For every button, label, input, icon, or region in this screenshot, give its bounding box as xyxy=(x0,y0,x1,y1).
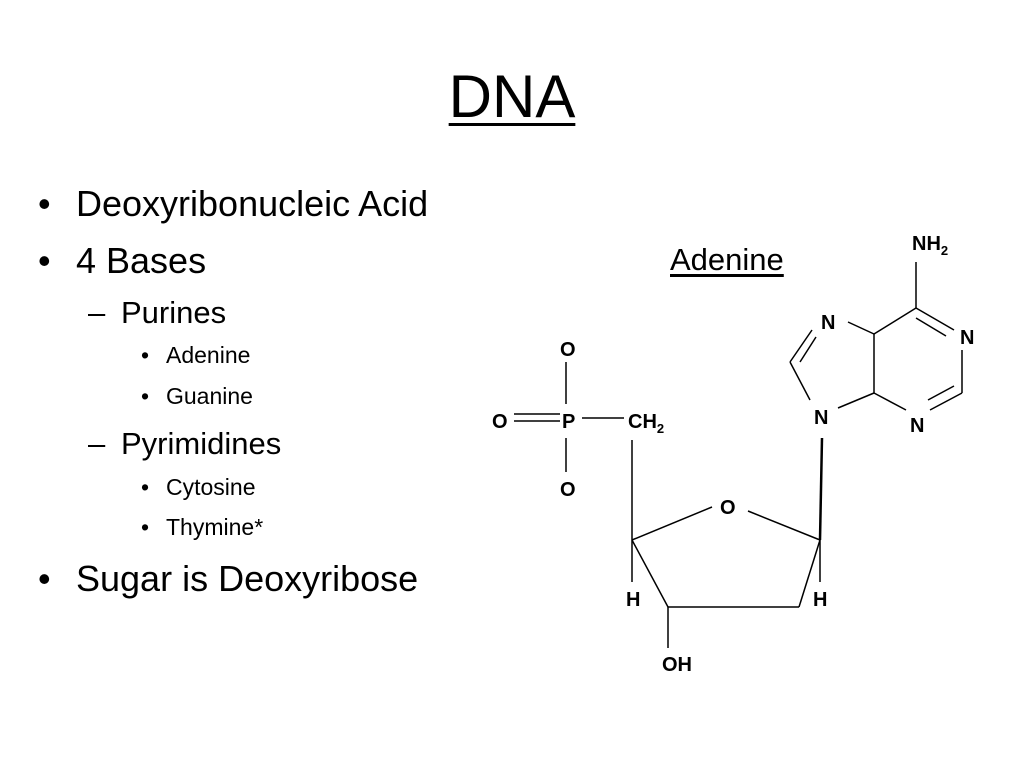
bond-line xyxy=(799,336,817,363)
nitrogen-label: N xyxy=(910,415,924,437)
bullet-text: 4 Bases xyxy=(76,240,207,281)
sub-bullet-text: Pyrimidines xyxy=(121,426,282,461)
bond-line xyxy=(915,317,947,337)
adenine-label: Adenine xyxy=(670,242,784,277)
bullet-mark: • xyxy=(141,474,150,500)
sub-sub-bullet-text: Thymine* xyxy=(166,514,264,540)
oxygen-label: O xyxy=(560,339,576,361)
bond-line xyxy=(927,385,955,401)
bullet-mark: • xyxy=(141,383,150,409)
bond-line xyxy=(873,392,907,411)
bullet-mark: • xyxy=(38,240,51,281)
hydrogen-label: H xyxy=(813,589,827,611)
bond-line xyxy=(631,539,669,608)
bond-line xyxy=(818,437,824,541)
bond-line xyxy=(929,392,963,411)
bullet-text: Sugar is Deoxyribose xyxy=(76,558,419,599)
hydroxyl-label: OH xyxy=(662,654,692,676)
bond-lines xyxy=(514,262,963,648)
bond-line xyxy=(631,506,713,541)
bond-line xyxy=(789,361,811,401)
nitrogen-label: N xyxy=(821,312,835,334)
dash-mark: – xyxy=(88,426,106,461)
bond-line xyxy=(837,392,875,409)
bond-line xyxy=(873,307,917,335)
nh2-label: NH2 xyxy=(912,233,948,258)
nitrogen-label: N xyxy=(814,407,828,429)
ring-oxygen-label: O xyxy=(720,497,736,519)
bullet-mark: • xyxy=(38,183,51,224)
bond-line xyxy=(915,307,955,331)
bond-line xyxy=(789,329,813,363)
nitrogen-label: N xyxy=(960,327,974,349)
bond-line xyxy=(847,321,875,335)
bond-line xyxy=(798,539,821,608)
bullet-mark: • xyxy=(141,342,150,368)
slide-title: DNA xyxy=(448,63,576,130)
oxygen-label: O xyxy=(492,411,508,433)
oxygen-label: O xyxy=(560,479,576,501)
sub-bullet-text: Purines xyxy=(121,295,227,330)
phosphorus-label: P xyxy=(562,411,575,433)
dash-mark: – xyxy=(88,295,106,330)
bullet-text: Deoxyribonucleic Acid xyxy=(76,183,429,224)
hydrogen-label: H xyxy=(626,589,640,611)
sub-sub-bullet-text: Cytosine xyxy=(166,474,256,500)
sub-sub-bullet-text: Adenine xyxy=(166,342,251,368)
bullet-mark: • xyxy=(38,558,51,599)
bullet-mark: • xyxy=(141,514,150,540)
sub-sub-bullet-text: Guanine xyxy=(166,383,253,409)
ch2-label: CH2 xyxy=(628,411,664,436)
bond-line xyxy=(747,510,821,541)
bullet-list: • Deoxyribonucleic Acid • 4 Bases – Puri… xyxy=(38,183,429,599)
